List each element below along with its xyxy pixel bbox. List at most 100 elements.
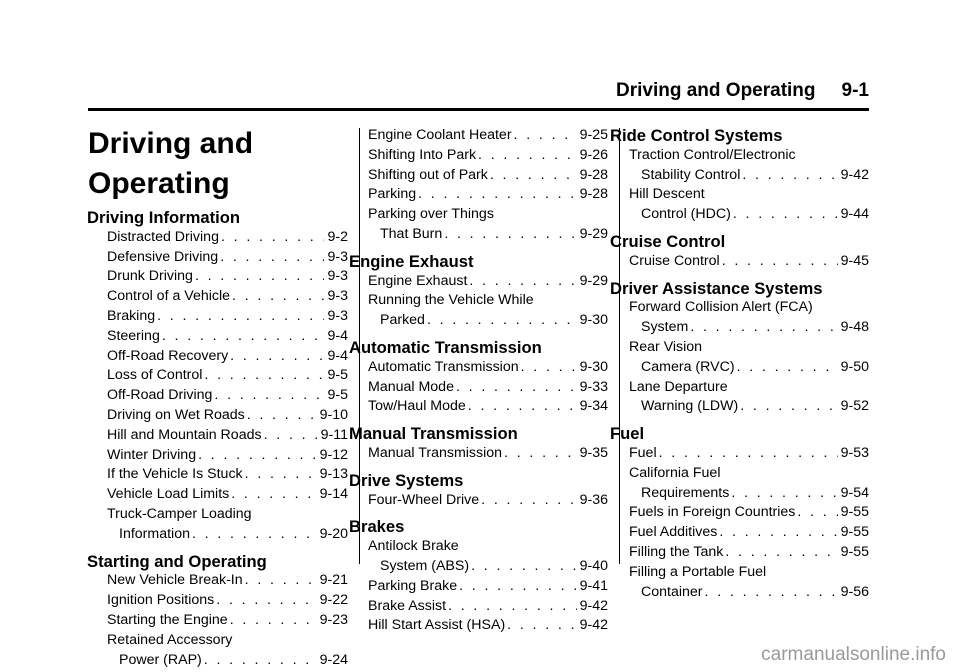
- toc-entry[interactable]: Warning (LDW)9-52: [629, 397, 869, 417]
- toc-entry-text: Distracted Driving: [107, 228, 219, 245]
- dot-leader: [705, 583, 838, 603]
- toc-entry[interactable]: Off-Road Driving9-5: [107, 386, 348, 406]
- toc-entry[interactable]: Parking Brake9-41: [368, 577, 608, 597]
- toc-entry[interactable]: Camera (RVC)9-50: [629, 358, 869, 378]
- toc-entry-text: Filling the Tank: [629, 543, 724, 560]
- toc-entry[interactable]: Braking9-3: [107, 307, 348, 327]
- toc-entry[interactable]: Shifting Into Park9-26: [368, 146, 608, 166]
- toc-page-number: 9-3: [327, 248, 348, 265]
- toc-entry-text: Requirements: [641, 484, 730, 501]
- toc-entry[interactable]: Fuels in Foreign Countries9-55: [629, 503, 869, 523]
- toc-entry-text: Starting the Engine: [107, 611, 228, 628]
- toc-entry-text: Automatic Transmission: [368, 358, 519, 375]
- toc-page-number: 9-4: [327, 347, 348, 364]
- toc-entry[interactable]: Hill Start Assist (HSA)9-42: [368, 616, 608, 636]
- toc-entry[interactable]: Manual Mode9-33: [368, 378, 608, 398]
- toc-entry[interactable]: Steering9-4: [107, 327, 348, 347]
- dot-leader: [220, 248, 324, 268]
- toc-page-number: 9-30: [579, 358, 608, 375]
- dot-leader: [198, 446, 317, 466]
- toc-page-number: 9-34: [579, 398, 608, 415]
- toc-entry[interactable]: System9-48: [629, 318, 869, 338]
- toc-entry[interactable]: Manual Transmission9-35: [368, 444, 608, 464]
- section-heading: Starting and Operating: [87, 551, 267, 571]
- toc-entry[interactable]: Vehicle Load Limits9-14: [107, 485, 348, 505]
- toc-entry[interactable]: Cruise Control9-45: [629, 252, 869, 272]
- toc-page-number: 9-42: [579, 597, 608, 614]
- toc-entry[interactable]: Filling the Tank9-55: [629, 543, 869, 563]
- toc-entry[interactable]: Driving on Wet Roads9-10: [107, 406, 348, 426]
- toc-entry[interactable]: System (ABS)9-40: [368, 557, 608, 577]
- dot-leader: [162, 327, 325, 347]
- toc-entry-text: System (ABS): [380, 557, 470, 574]
- toc-page-number: 9-2: [327, 228, 348, 245]
- toc-entry[interactable]: Requirements9-54: [629, 484, 869, 504]
- toc-entry-text: Control of a Vehicle: [107, 288, 231, 305]
- toc-entry-text: Brake Assist: [368, 597, 447, 614]
- toc-entry[interactable]: New Vehicle Break-In9-21: [107, 571, 348, 591]
- section-heading: Driving Information: [87, 208, 241, 227]
- toc-page-number: 9-22: [319, 592, 348, 609]
- dot-leader: [221, 228, 325, 248]
- toc-entry[interactable]: Container9-56: [629, 583, 869, 603]
- toc-entry[interactable]: Stability Control9-42: [629, 166, 869, 186]
- toc-entry-text: Ignition Positions: [107, 592, 215, 609]
- toc-entry[interactable]: Loss of Control9-5: [107, 366, 348, 386]
- toc-entry[interactable]: Winter Driving9-12: [107, 446, 348, 466]
- header-page-number: 9-1: [841, 80, 869, 101]
- toc-entry-text: California Fuel: [629, 464, 721, 481]
- toc-page-number: 9-36: [579, 491, 608, 508]
- toc-entry-text: Power (RAP): [119, 651, 202, 668]
- dot-leader: [230, 611, 317, 631]
- chapter-title: Driving and Operating: [88, 127, 254, 200]
- toc-entry[interactable]: Automatic Transmission 9-30: [368, 358, 608, 378]
- toc-entry[interactable]: Distracted Driving 9-2: [107, 228, 348, 248]
- toc-entry[interactable]: Tow/Haul Mode 9-34: [368, 397, 608, 417]
- toc-page-number: 9-53: [840, 444, 869, 461]
- dot-leader: [719, 523, 837, 543]
- toc-entry[interactable]: Power (RAP)9-24: [107, 651, 348, 671]
- toc-entry[interactable]: If the Vehicle Is Stuck9-13: [107, 465, 348, 485]
- toc-entry-text: Warning (LDW): [641, 398, 739, 415]
- toc-entry[interactable]: Starting the Engine 9-23: [107, 611, 348, 631]
- toc-entry[interactable]: Defensive Driving9-3: [107, 248, 348, 268]
- toc-page-number: 9-26: [579, 146, 608, 163]
- toc-entry[interactable]: Shifting out of Park9-28: [368, 166, 608, 186]
- toc-entry[interactable]: Off-Road Recovery9-4: [107, 347, 348, 367]
- dot-leader: [459, 577, 576, 597]
- toc-entry[interactable]: Control (HDC)9-44: [629, 205, 869, 225]
- dot-leader: [418, 185, 576, 205]
- toc-entry-text: Fuel: [629, 444, 657, 461]
- toc-entry[interactable]: Engine Exhaust9-29: [368, 272, 608, 292]
- toc-entry[interactable]: Information9-20: [107, 525, 348, 545]
- toc-entry[interactable]: Parking9-28: [368, 185, 608, 205]
- toc-entry-text: Control (HDC): [641, 206, 731, 223]
- toc-entry-text: Fuel Additives: [629, 524, 718, 541]
- toc-entry[interactable]: That Burn9-29: [368, 225, 608, 245]
- toc-entry[interactable]: Ignition Positions 9-22: [107, 591, 348, 611]
- dot-leader: [157, 307, 324, 327]
- toc-entry[interactable]: Brake Assist 9-42: [368, 597, 608, 617]
- toc-page-number: 9-30: [579, 312, 608, 329]
- toc-entry[interactable]: Hill and Mountain Roads9-11: [107, 426, 348, 446]
- toc-entry-text: Tow/Haul Mode: [368, 398, 466, 415]
- toc-entry[interactable]: Fuel Additives9-55: [629, 523, 869, 543]
- toc-entry[interactable]: Drunk Driving9-3: [107, 267, 348, 287]
- toc-entry-text: Information: [119, 525, 190, 542]
- toc-page-number: 9-23: [319, 611, 348, 628]
- dot-leader: [471, 557, 577, 577]
- toc-entry[interactable]: Fuel 9-53: [629, 444, 869, 464]
- toc-entry[interactable]: Four-Wheel Drive9-36: [368, 491, 608, 511]
- toc-entry-text: Cruise Control: [629, 252, 720, 269]
- dot-leader: [216, 591, 316, 611]
- toc-entry[interactable]: Engine Coolant Heater9-25: [368, 126, 608, 146]
- dot-leader: [192, 525, 317, 545]
- dot-leader: [444, 225, 576, 245]
- toc-entry[interactable]: Parked9-30: [368, 311, 608, 331]
- toc-entry[interactable]: Control of a Vehicle9-3: [107, 287, 348, 307]
- dot-leader: [733, 205, 838, 225]
- toc-page-number: 9-28: [579, 166, 608, 183]
- dot-leader: [245, 465, 317, 485]
